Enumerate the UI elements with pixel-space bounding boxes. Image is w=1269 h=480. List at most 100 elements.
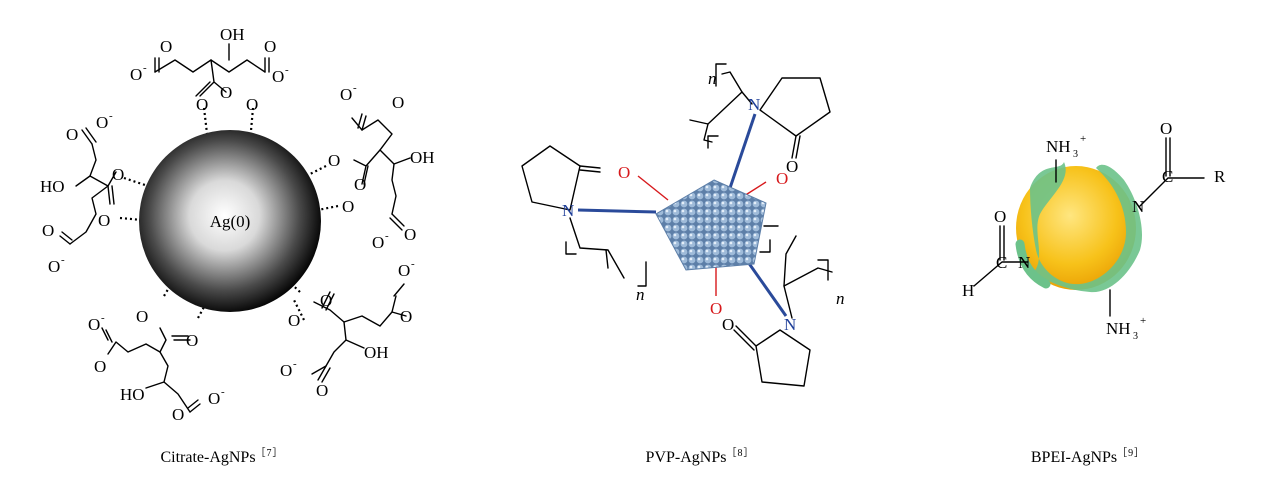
caption-text: BPEI-AgNPs [1030,449,1118,466]
atom-o-minus: O [340,85,352,104]
atom-o-minus: O [272,67,284,86]
atom-ho: HO [120,385,145,404]
atom-o: O [66,125,78,144]
caption-pvp: PVP-AgNPs［8］ [646,444,755,467]
pvp-agnp-panel: N N N O O O O O n n n [521,63,845,387]
citrate-ligand-top [154,43,270,97]
bpei-agnp-panel: NH 3 + O C R N O C N H NH 3 + [962,119,1226,342]
repeat-n: n [836,289,845,308]
atom-o: O [710,299,722,318]
caption-text: PVP-AgNPs [645,449,727,466]
atom-o: O [400,307,412,326]
citrate-ligand-right [351,113,411,231]
atom-o: O [196,95,208,114]
atom-o-minus: O [48,257,60,276]
atom-o: O [994,207,1006,226]
bpei-polymer-shell [1015,239,1051,289]
atom-o: O [354,175,366,194]
citrate-ligand-bottom-left [101,327,201,413]
repeat-n: n [636,285,645,304]
atom-o: O [722,315,734,334]
plus-sign: + [1080,133,1086,145]
atom-o: O [186,331,198,350]
caption-citrate: Citrate-AgNPs［7］ [160,444,283,467]
atom-o: O [328,151,340,170]
atom-h: H [962,281,974,300]
atom-o: O [98,211,110,230]
atom-o-minus: O [372,233,384,252]
atom-o: O [342,197,354,216]
minus-sign: - [221,386,225,398]
atom-o: O [94,357,106,376]
atom-n: N [784,315,796,334]
atom-nh3: NH [1046,137,1071,156]
atom-o: O [112,165,124,184]
atom-o-minus: O [88,315,100,334]
atom-o: O [392,93,404,112]
atom-o: O [264,37,276,56]
minus-sign: - [101,312,105,324]
atom-ho: HO [40,177,65,196]
atom-n: N [748,95,760,114]
pvp-ring-left [521,145,647,287]
atom-o: O [42,221,54,240]
atom-o: O [786,157,798,176]
atom-o-minus: O [208,389,220,408]
atom-o: O [404,225,416,244]
atom-o: O [160,37,172,56]
atom-n: N [562,201,574,220]
plus-sign: + [1140,315,1146,327]
repeat-n: n [708,69,717,88]
caption-reference: ［9］ [1117,448,1146,459]
pvp-ring-top [689,63,831,159]
minus-sign: - [385,230,389,242]
subscript-3: 3 [1073,149,1078,160]
atom-oh: OH [364,343,389,362]
atom-n: N [1018,253,1030,272]
caption-text: Citrate-AgNPs [160,449,256,466]
atom-o: O [220,83,232,102]
ag-core-label: Ag(0) [210,212,251,231]
atom-c: C [996,253,1007,272]
atom-o: O [618,163,630,182]
minus-sign: - [61,254,65,266]
atom-o-minus: O [398,261,410,280]
atom-c: C [1162,167,1173,186]
atom-o: O [136,307,148,326]
pvp-ring-bottom [733,225,833,387]
atom-oh: OH [220,25,245,44]
atom-o: O [288,311,300,330]
caption-reference: ［7］ [255,448,284,459]
atom-o-minus: O [280,361,292,380]
bpei-atom-labels: NH 3 + O C R N O C N H NH 3 + [962,119,1226,342]
pvp-atom-labels: N N N O O O O O n n n [562,69,845,334]
minus-sign: - [411,258,415,270]
citrate-ligand-left [59,127,117,245]
atom-o: O [776,169,788,188]
caption-bpei: BPEI-AgNPs［9］ [1031,444,1145,467]
atom-o: O [320,291,332,310]
ag-nanoparticle-core [139,130,321,312]
minus-sign: - [353,82,357,94]
atom-nh3: NH [1106,319,1131,338]
minus-sign: - [109,110,113,122]
citrate-atom-labels: O OH O O - O - O O O O - O O OH O O O O … [40,25,435,424]
atom-o: O [1160,119,1172,138]
atom-r: R [1214,167,1226,186]
atom-o-minus: O [130,65,142,84]
caption-reference: ［8］ [726,448,755,459]
citrate-ligand-bottom-right [311,283,407,383]
minus-sign: - [293,358,297,370]
pvp-coordination-bonds [577,113,788,317]
bpei-polymer-shell [1030,162,1143,293]
atom-o: O [172,405,184,424]
subscript-3: 3 [1133,331,1138,342]
atom-o: O [316,381,328,400]
atom-oh: OH [410,148,435,167]
atom-o: O [246,95,258,114]
minus-sign: - [143,62,147,74]
citrate-agnp-panel: Ag(0) [40,25,435,424]
ag-nanocluster [655,179,767,271]
atom-o-minus: O [96,113,108,132]
